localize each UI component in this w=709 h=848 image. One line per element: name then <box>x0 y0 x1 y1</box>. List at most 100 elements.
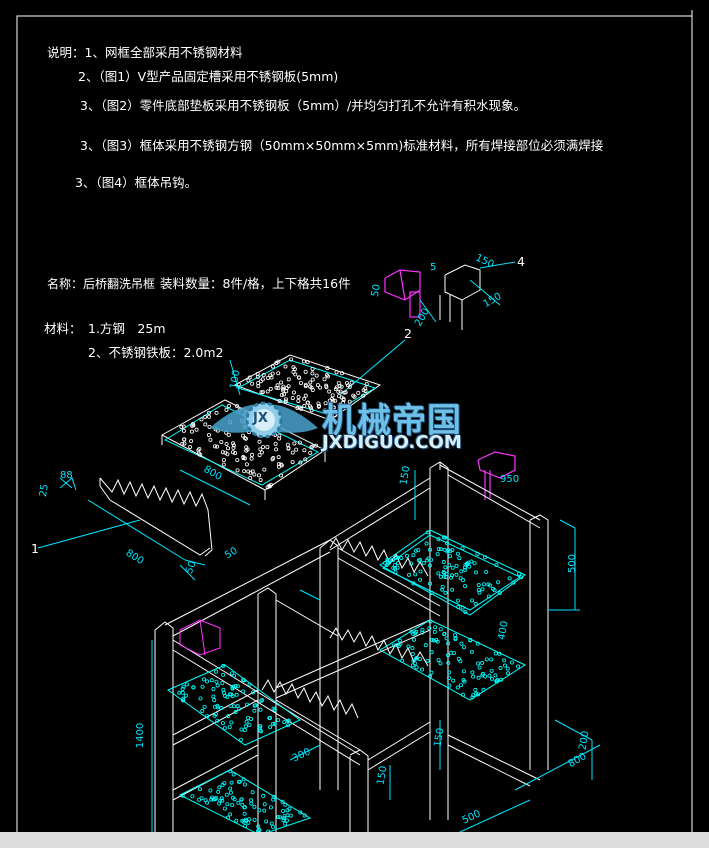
perforation-hole <box>325 411 330 416</box>
perforation-hole <box>248 476 253 481</box>
perforation-hole <box>247 722 252 727</box>
perforation-hole <box>231 684 236 689</box>
perforation-hole <box>491 586 496 591</box>
perforation-hole <box>295 405 300 410</box>
perforation-hole <box>258 447 263 452</box>
perforation-hole <box>426 556 431 561</box>
perforation-hole <box>290 450 295 455</box>
perforation-hole <box>215 705 220 710</box>
perforation-hole <box>205 714 210 719</box>
perforation-hole <box>448 650 453 655</box>
perforation-hole <box>450 587 455 592</box>
perforation-hole <box>214 669 219 674</box>
perforation-hole <box>309 445 314 450</box>
perforation-hole <box>249 456 254 461</box>
perforation-hole <box>414 665 419 670</box>
perforation-hole <box>428 581 433 586</box>
perforation-hole <box>235 704 240 709</box>
watermark-text-cn: 机械帝国 <box>322 401 462 441</box>
perforation-hole <box>473 570 478 575</box>
perforation-hole <box>261 444 266 449</box>
perforation-hole <box>211 687 216 692</box>
perforation-hole <box>303 393 308 398</box>
perforation-hole <box>463 584 468 589</box>
perforation-hole <box>194 427 199 432</box>
note-line-2: 2、（图1）V型产品固定槽采用不锈钢板(5mm) <box>78 69 339 84</box>
perforation-hole <box>259 729 264 734</box>
perforation-hole <box>447 670 452 675</box>
perforation-hole <box>443 565 448 570</box>
perforation-hole <box>462 645 467 650</box>
perforation-hole <box>322 377 327 382</box>
perforation-hole <box>217 785 222 790</box>
perforation-hole <box>182 441 187 446</box>
note-line-5: 3、（图4）框体吊钩。 <box>75 175 198 190</box>
perforation-hole <box>228 769 233 774</box>
perforation-hole <box>215 718 220 723</box>
perforation-hole <box>446 660 451 665</box>
perforation-hole <box>279 473 284 478</box>
perforation-hole <box>260 697 265 702</box>
perforation-hole <box>231 443 236 448</box>
perforation-hole <box>285 719 290 724</box>
perforation-hole <box>342 390 347 395</box>
perforation-hole <box>338 389 343 394</box>
perforation-hole <box>363 386 368 391</box>
perforation-hole <box>436 571 441 576</box>
perforation-hole <box>511 580 516 585</box>
perforation-hole <box>292 441 297 446</box>
perforation-hole <box>417 657 422 662</box>
perforation-hole <box>244 448 249 453</box>
perforation-hole <box>191 685 196 690</box>
perforation-hole <box>281 808 286 813</box>
perforation-hole <box>341 396 346 401</box>
perforation-hole <box>291 390 296 395</box>
perforation-hole <box>214 410 219 415</box>
perforation-hole <box>448 554 453 559</box>
perforation-hole <box>489 657 494 662</box>
perforation-hole <box>425 658 430 663</box>
perforation-hole <box>455 551 460 556</box>
perforation-hole <box>310 371 315 376</box>
perforation-hole <box>235 684 240 689</box>
perforation-hole <box>205 800 210 805</box>
perforation-hole <box>227 724 232 729</box>
perforation-hole <box>199 417 204 422</box>
perforation-hole <box>441 560 446 565</box>
perforation-hole <box>257 439 262 444</box>
perforation-hole <box>469 559 474 564</box>
perforation-hole <box>400 658 405 663</box>
perforation-hole <box>340 371 345 376</box>
perforation-hole <box>425 530 430 535</box>
perforation-hole <box>476 675 481 680</box>
perforation-hole <box>251 690 256 695</box>
perforation-hole <box>507 576 512 581</box>
perforation-hole <box>458 576 463 581</box>
perforation-hole <box>461 669 466 674</box>
perforation-hole <box>189 439 194 444</box>
perforation-hole <box>459 569 464 574</box>
perforation-hole <box>474 691 479 696</box>
perforation-hole <box>212 698 217 703</box>
perforation-hole <box>332 413 337 418</box>
perforation-hole <box>493 673 498 678</box>
perforation-hole <box>224 441 229 446</box>
perforation-hole <box>276 455 281 460</box>
perforation-hole <box>509 660 514 665</box>
perforation-hole <box>177 690 182 695</box>
perforation-hole <box>480 587 485 592</box>
perforation-hole <box>282 392 287 397</box>
perforation-hole <box>220 721 225 726</box>
perforation-hole <box>418 577 423 582</box>
perforation-hole <box>257 808 262 813</box>
perforation-hole <box>449 575 454 580</box>
perforation-hole <box>262 467 267 472</box>
perforation-hole <box>184 682 189 687</box>
perforation-hole <box>331 398 336 403</box>
perforation-hole <box>446 641 451 646</box>
perforation-hole <box>270 457 275 462</box>
perforation-hole <box>450 565 455 570</box>
perforation-hole <box>278 815 283 820</box>
perforation-hole <box>271 794 276 799</box>
perforation-hole <box>290 460 295 465</box>
